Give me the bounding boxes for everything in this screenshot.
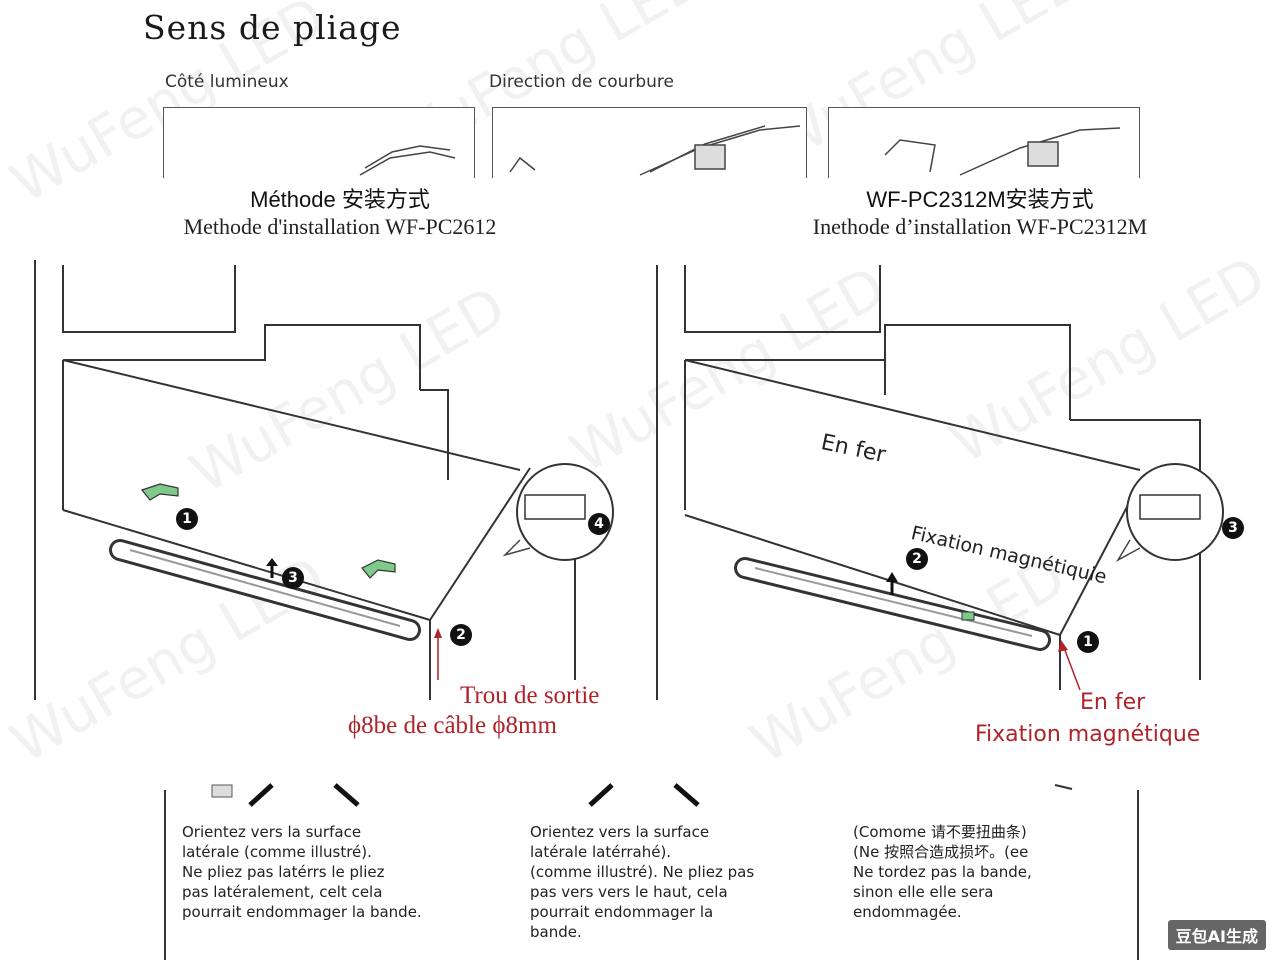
left-subheading: Methode d'installation WF-PC2612 — [183, 214, 497, 239]
step-badge-3: 3 — [282, 567, 304, 589]
page-title: Sens de pliage — [143, 8, 402, 47]
right-callout-line2: Fixation magnétique — [975, 722, 1201, 747]
label-luminous-side: Côté lumineux — [165, 72, 289, 92]
right-heading: WF-PC2312M安装方式 — [866, 187, 1094, 212]
step-badge-2: 2 — [906, 548, 928, 570]
note-middle: Orientez vers la surface latérale latérr… — [530, 823, 755, 941]
strip-illustration-3 — [884, 127, 1121, 176]
step-badge-4: 4 — [588, 513, 610, 535]
note-right: (Comome 请不要扭曲条) (Ne 按照合造成损坏。(ee Ne torde… — [853, 823, 1032, 921]
right-installation-diagram — [656, 265, 1224, 700]
left-callout-line1: Trou de sortie — [460, 682, 600, 709]
right-subheading: Inethode d’installation WF-PC2312M — [812, 214, 1148, 239]
left-callout-line2: ϕ8be de câble ϕ8mm — [348, 712, 557, 739]
bend-panel-2 — [492, 107, 807, 178]
step-badge-1: 1 — [1077, 631, 1099, 653]
bend-panel-3 — [828, 107, 1140, 178]
strip-illustration-1 — [359, 145, 456, 176]
bottom-panels — [164, 783, 1139, 960]
step-badge-3: 3 — [1222, 517, 1244, 539]
strip-illustration-2 — [509, 125, 801, 176]
bend-panel-1 — [163, 107, 475, 178]
ai-generated-badge: 豆包AI生成 — [1167, 920, 1266, 950]
label-bend-direction: Direction de courbure — [489, 72, 675, 92]
left-installation-diagram — [34, 260, 614, 700]
left-heading: Méthode 安装方式 — [250, 187, 430, 212]
step-badge-1: 1 — [176, 508, 198, 530]
bend-strip-illustrations — [359, 125, 1121, 176]
step-badge-2: 2 — [450, 624, 472, 646]
note-left: Orientez vers la surface latérale (comme… — [182, 823, 422, 921]
right-callout-line1: En fer — [1080, 690, 1146, 715]
